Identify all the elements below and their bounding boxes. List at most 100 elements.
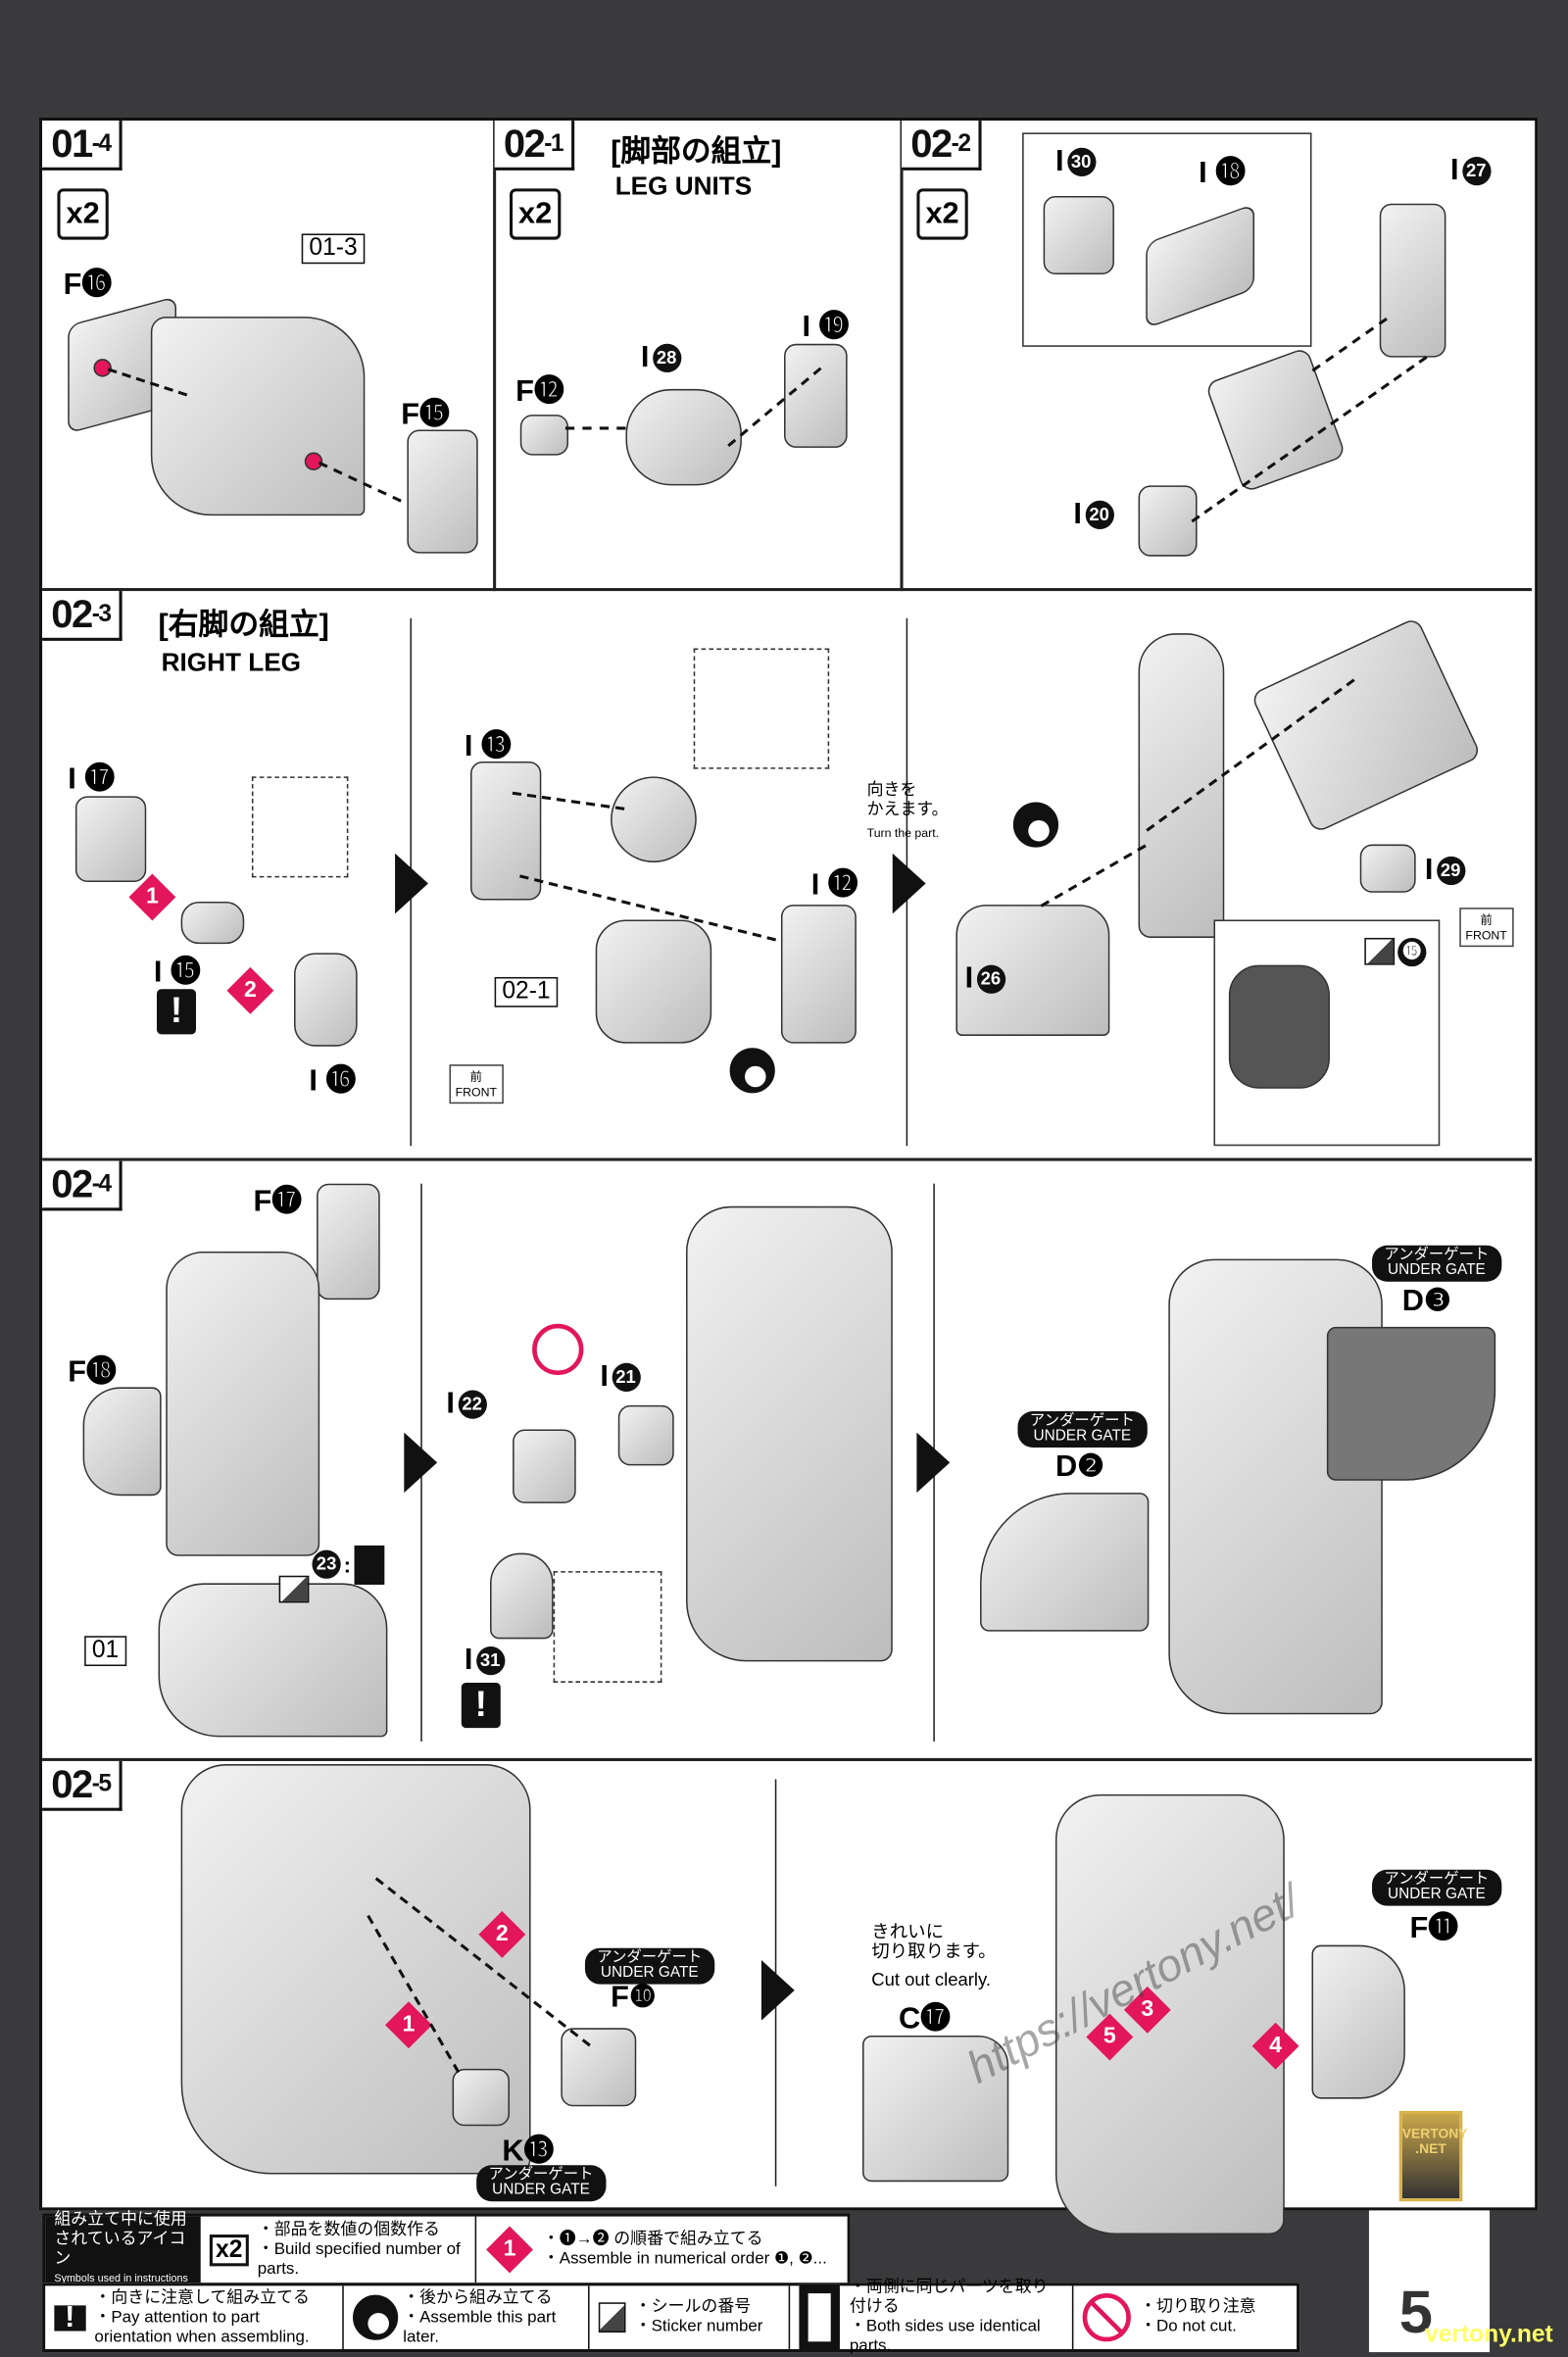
part-f11 <box>1311 1944 1405 2099</box>
part-i31 <box>490 1552 554 1640</box>
cut-note-jp: きれいに 切り取ります。 <box>871 1921 997 1962</box>
legend-jp: ・両側に同じパーツを取り付ける <box>849 2278 1049 2317</box>
part-number: 28 <box>652 343 681 373</box>
part-label: I ⓬ <box>810 868 858 903</box>
part-label: C⓱ <box>898 2002 951 2036</box>
step-order-2: 2 <box>478 1910 526 1958</box>
part-label: D❸ <box>1401 1284 1451 1318</box>
legend-item-numerical-order: 1・❶→❷ の順番で組み立てる・Assemble in numerical or… <box>476 2217 847 2283</box>
build-twice-icon: x2 <box>916 188 968 240</box>
part-i22 <box>513 1429 576 1503</box>
legend-item-orientation: !・向きに注意して組み立てる・Pay attention to part ori… <box>45 2285 344 2349</box>
part-i30 <box>1043 196 1114 275</box>
step-sub: -3 <box>91 601 112 628</box>
under-gate-en: UNDER GATE <box>1033 1427 1132 1445</box>
both-sides-icon <box>799 2283 841 2351</box>
part-i16 <box>294 953 358 1047</box>
sticker-label: ⓯ <box>1364 937 1427 967</box>
section-title-jp: [右脚の組立] <box>158 609 329 643</box>
part-label: I ⓯ <box>153 956 201 990</box>
part-label: I23: <box>278 1545 384 1603</box>
legend-en: ・Assemble in numerical order ❶, ❷... <box>542 2249 827 2268</box>
part-label: I ⓳ <box>802 302 849 346</box>
legend-heading-jp: 組み立て中に使用されているアイコン <box>54 2210 187 2268</box>
runner-letter: I <box>464 1643 473 1677</box>
part-label: F⓲ <box>68 1355 117 1389</box>
knee-detail <box>1228 964 1330 1089</box>
runner-letter: I <box>964 961 974 996</box>
part-label: F❿ <box>611 1981 657 2015</box>
part-number: 27 <box>1461 157 1491 186</box>
part-label: 01-3 <box>301 233 366 265</box>
part-label: I ⓲ <box>1199 157 1246 190</box>
step-order-2: 2 <box>226 966 274 1014</box>
step-sub: -2 <box>951 130 971 158</box>
part-f12 <box>519 415 569 456</box>
build-twice-icon: x2 <box>57 188 109 240</box>
legend-item-sticker: ・シールの番号・Sticker number <box>590 2285 791 2349</box>
sticker-icon <box>1364 937 1396 965</box>
part-label: F⓰ <box>63 268 113 302</box>
part-f17 <box>317 1183 380 1301</box>
under-gate-jp: アンダーゲート <box>1384 1247 1490 1264</box>
legend-en: ・Do not cut. <box>1140 2317 1237 2336</box>
part-k13 <box>452 2068 511 2127</box>
front-en: FRONT <box>455 1085 498 1100</box>
divider <box>42 1157 1533 1161</box>
step-label-02-1: 02-1 <box>494 121 575 171</box>
part-f15 <box>407 429 478 554</box>
part-number: 26 <box>976 964 1005 994</box>
divider <box>42 588 1533 592</box>
divider <box>42 1757 1533 1761</box>
assembly-02-1 <box>595 919 712 1044</box>
step-number: 02 <box>51 591 93 637</box>
part-number: 30 <box>1066 147 1096 177</box>
next-arrow-icon <box>404 1432 438 1494</box>
legend-jp: ・❶→❷ の順番で組み立てる <box>542 2230 763 2248</box>
legend-en: ・Build specified number of parts. <box>257 2239 461 2278</box>
step-label-02-4: 02-4 <box>42 1160 122 1211</box>
page-number: 5 <box>1398 2280 1433 2346</box>
step-sub: -4 <box>91 130 112 158</box>
legend-item-no-cut: ・切り取り注意・Do not cut. <box>1073 2285 1297 2349</box>
part-f10 <box>561 2028 637 2107</box>
part-label: I ⓱ <box>68 762 116 797</box>
front-jp: 前 <box>1480 913 1493 928</box>
orientation-warning-icon: ! <box>157 989 197 1035</box>
cut-note-en: Cut out clearly. <box>871 1969 992 1990</box>
part-label: F⓯ <box>401 398 450 432</box>
section-title-jp: [脚部の組立] <box>611 135 782 170</box>
front-en: FRONT <box>1465 928 1507 943</box>
runner-letter: I <box>640 340 650 374</box>
part-i19 <box>784 343 848 448</box>
legend-item-both-sides: ・両側に同じパーツを取り付ける・Both sides use identical… <box>790 2279 1074 2355</box>
runner-letter: I <box>600 1359 609 1394</box>
section-title-en: RIGHT LEG <box>161 648 302 677</box>
sticker-number: ⓯ <box>1397 937 1427 967</box>
assemble-later-icon <box>729 1048 775 1094</box>
peg <box>304 452 323 471</box>
legend-en: ・Sticker number <box>634 2317 763 2336</box>
part-label: 01 <box>84 1636 126 1667</box>
step-order-4: 4 <box>1251 2022 1299 2070</box>
runner-letter: I <box>1450 153 1459 187</box>
divider <box>900 121 904 592</box>
leg-assembly <box>1054 1793 1285 2235</box>
part-i27 <box>1379 203 1446 358</box>
leg-assembly <box>166 1251 320 1556</box>
legend-item-later: ・後から組み立てる・Assemble this part later. <box>344 2285 590 2349</box>
section-title-en: LEG UNITS <box>614 172 753 201</box>
part-i28 <box>625 388 742 486</box>
step-number: 01 <box>51 121 93 167</box>
runner-letter: I <box>802 310 811 344</box>
next-arrow-icon <box>395 853 428 914</box>
